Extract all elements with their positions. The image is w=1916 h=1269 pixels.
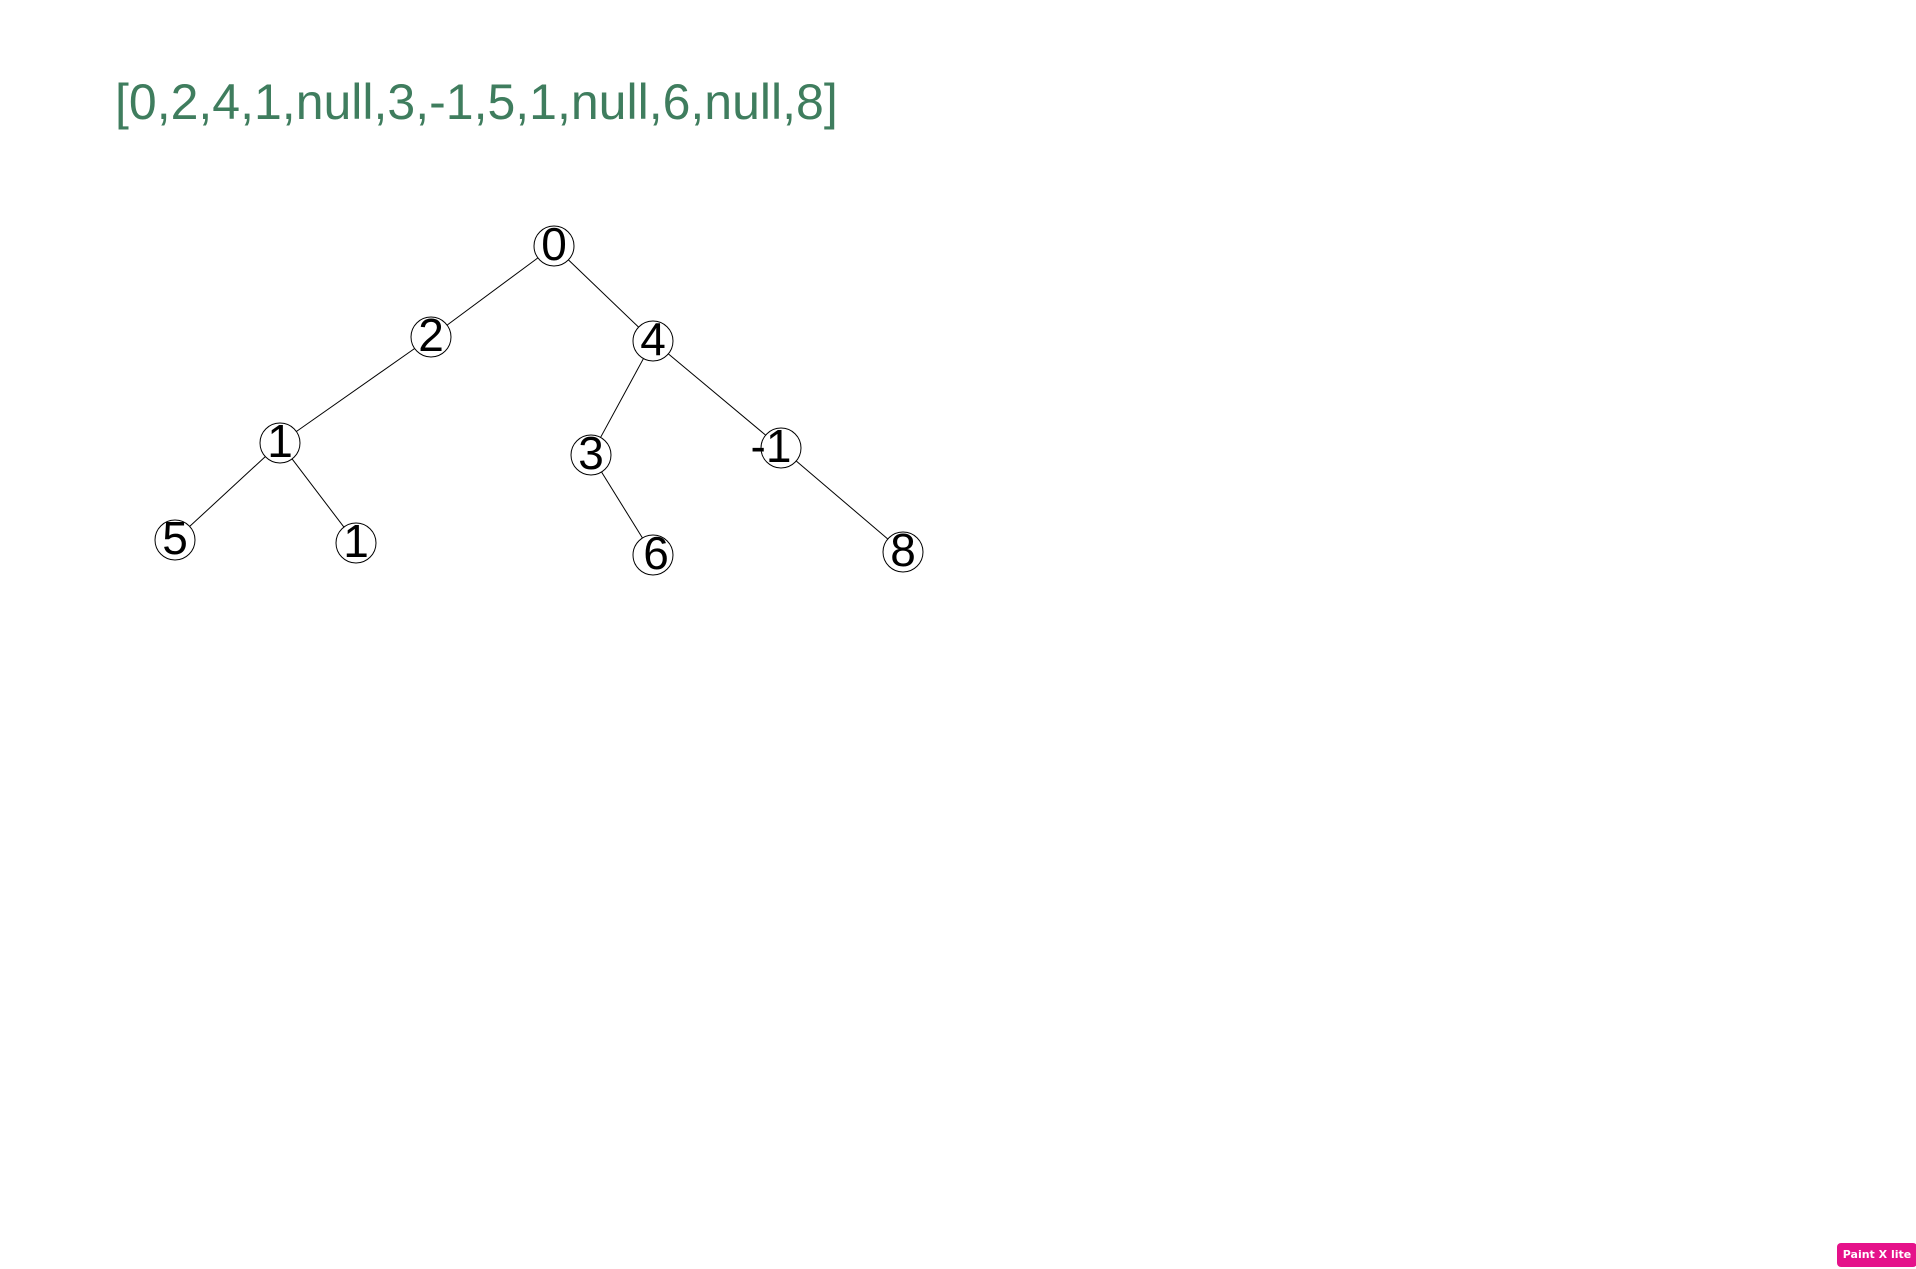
tree-edge-n2-n4 bbox=[600, 358, 644, 438]
paint-x-lite-badge: Paint X lite bbox=[1837, 1243, 1916, 1267]
tree-node: 1 bbox=[335, 515, 377, 567]
tree-node-label: 5 bbox=[162, 512, 188, 564]
tree-node: 0 bbox=[533, 218, 575, 270]
tree-node: 8 bbox=[882, 524, 924, 576]
tree-node: 1 bbox=[259, 415, 301, 467]
tree-node-circle bbox=[154, 519, 196, 561]
tree-node-circle bbox=[259, 422, 301, 464]
tree-node-label: 8 bbox=[890, 524, 916, 576]
tree-edges bbox=[189, 257, 889, 540]
tree-node-label: 1 bbox=[343, 515, 369, 567]
tree-node-label: 1 bbox=[267, 415, 293, 467]
tree-node-circle bbox=[570, 434, 612, 476]
tree-edge-n2-n5 bbox=[668, 353, 766, 436]
tree-node-label: 3 bbox=[578, 427, 604, 479]
tree-node-label: 2 bbox=[418, 309, 444, 361]
tree-node: 6 bbox=[632, 527, 674, 579]
tree-edge-n1-n3 bbox=[296, 348, 415, 432]
tree-node-label: 0 bbox=[541, 218, 567, 270]
tree-node-circle bbox=[632, 320, 674, 362]
tree-node-circle bbox=[533, 225, 575, 267]
tree-node-circle bbox=[760, 427, 802, 469]
tree-node-label: -1 bbox=[751, 420, 792, 472]
tree-edge-n0-n1 bbox=[446, 257, 539, 326]
tree-node-circle bbox=[335, 522, 377, 564]
tree-node-circle bbox=[410, 316, 452, 358]
tree-node-circle bbox=[882, 531, 924, 573]
tree-node-circle bbox=[632, 534, 674, 576]
tree-node: 2 bbox=[410, 309, 452, 361]
tree-node-label: 6 bbox=[643, 527, 669, 579]
tree-node: 3 bbox=[570, 427, 612, 479]
array-title: [0,2,4,1,null,3,-1,5,1,null,6,null,8] bbox=[115, 74, 838, 130]
tree-nodes: 0 2 4 1 3 -1 5 1 6 8 bbox=[154, 218, 924, 579]
tree-node-label: 4 bbox=[640, 313, 666, 365]
tree-edge-n3-n7 bbox=[291, 458, 345, 528]
tree-node: 4 bbox=[632, 313, 674, 365]
tree-edge-n5-n9 bbox=[795, 460, 889, 540]
tree-node: 5 bbox=[154, 512, 196, 564]
tree-edge-n4-n8 bbox=[601, 471, 643, 539]
tree-edge-n0-n2 bbox=[568, 259, 639, 328]
tree-node: -1 bbox=[751, 420, 802, 472]
tree-edge-n3-n6 bbox=[189, 456, 266, 527]
